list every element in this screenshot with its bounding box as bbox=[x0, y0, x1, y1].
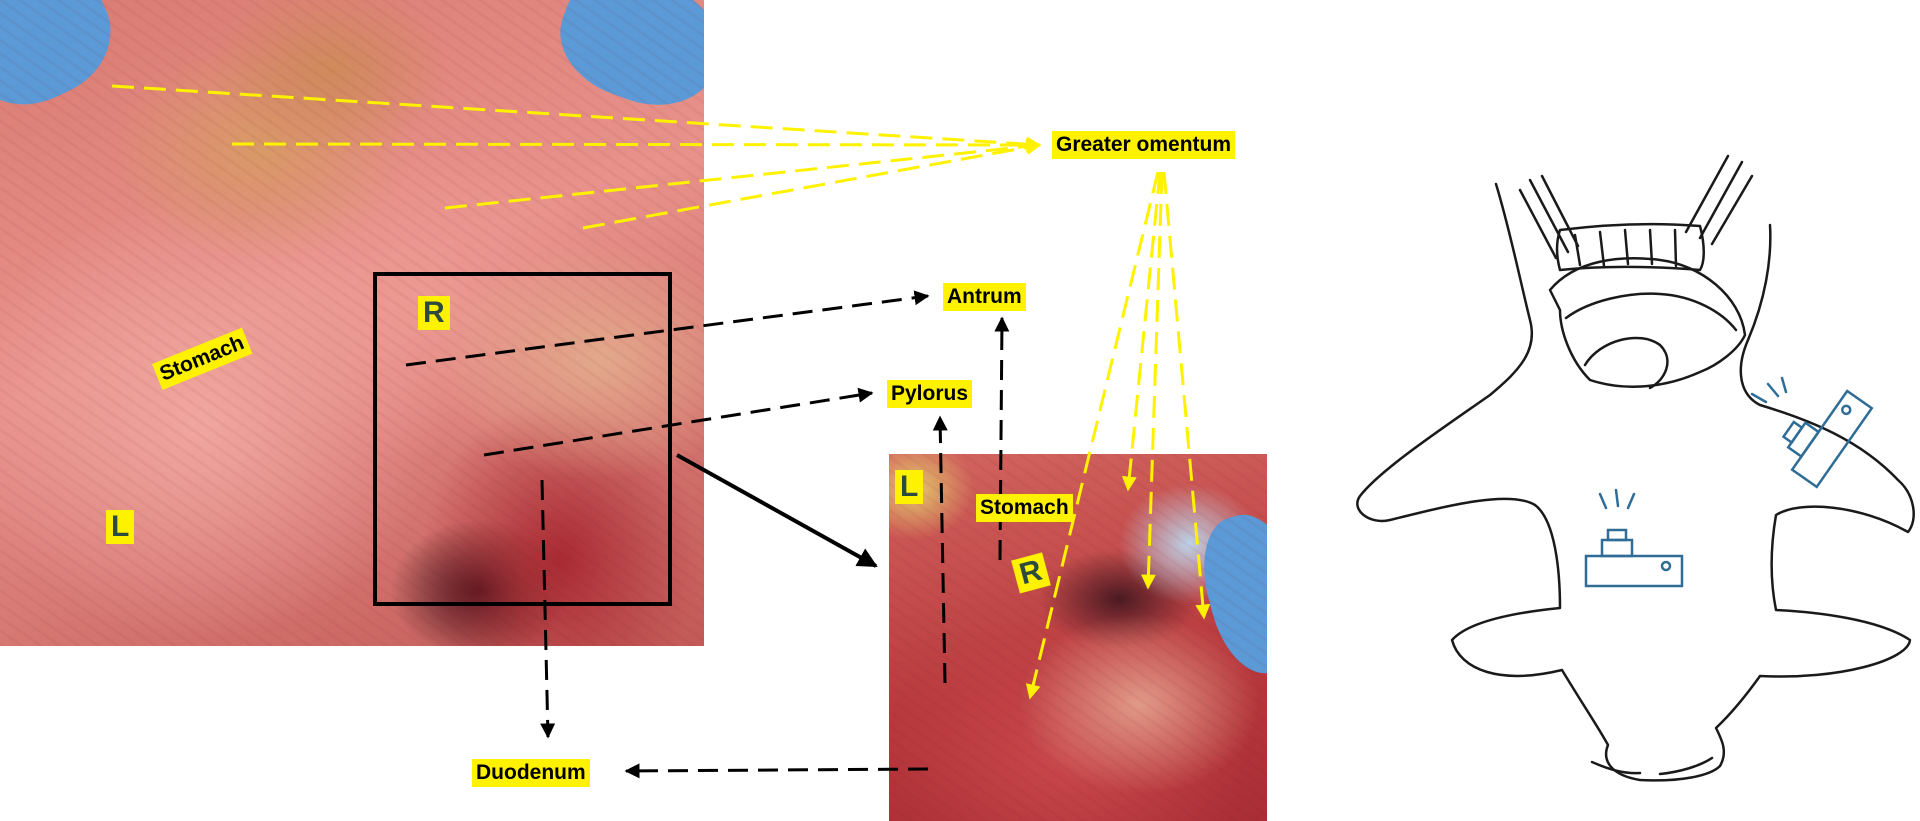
label-antrum: Antrum bbox=[943, 283, 1026, 311]
label-greater-omentum: Greater omentum bbox=[1052, 131, 1236, 159]
dissection-closeup-photo bbox=[889, 454, 1267, 821]
label-pylorus: Pylorus bbox=[887, 380, 973, 408]
camera-sensor-icon-arm bbox=[1781, 389, 1874, 489]
label-right-main: R bbox=[418, 296, 450, 330]
pig-outline-sketch bbox=[1356, 154, 1915, 782]
label-stomach-inset: Stomach bbox=[976, 494, 1073, 522]
camera-sensor-icon bbox=[1584, 488, 1684, 588]
label-duodenum: Duodenum bbox=[472, 759, 590, 787]
label-left-inset: L bbox=[895, 470, 924, 504]
omentum-arrows bbox=[111, 84, 1211, 700]
label-left-main: L bbox=[106, 510, 135, 544]
zoom-arrow bbox=[676, 453, 878, 568]
zoom-callout-box bbox=[373, 272, 672, 606]
anatomy-arrows bbox=[405, 290, 1010, 779]
signal-icon bbox=[1750, 376, 1788, 404]
